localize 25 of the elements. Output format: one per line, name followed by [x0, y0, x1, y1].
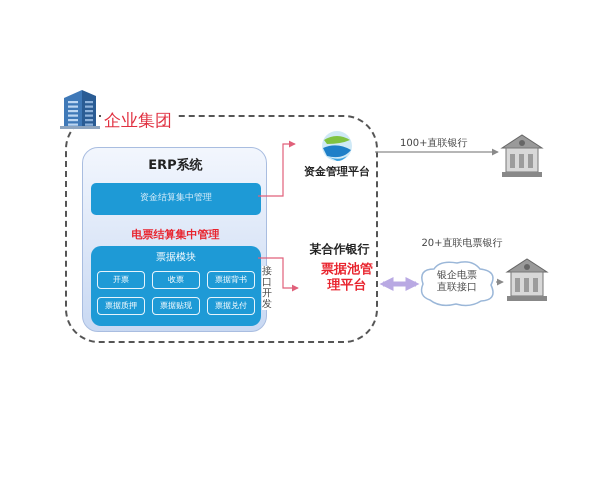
node-caption: 20+直联电票银行	[420, 238, 504, 250]
function-tag: 票据质押	[97, 297, 145, 315]
function-tag: 票据贴现	[152, 297, 200, 315]
bar-label: 资金结算集中管理	[139, 193, 213, 204]
edge-label: 接口开发	[262, 266, 272, 310]
module-box	[91, 246, 261, 326]
panel-heading: ERP系统	[147, 158, 204, 174]
module-heading: 票据模块	[155, 252, 197, 264]
function-bar	[91, 183, 261, 215]
bank-name: 某合作银行	[308, 242, 370, 256]
platform-label: 票据池管理平台	[320, 262, 374, 294]
section-heading: 电票结算集中管理	[130, 228, 220, 242]
arrow	[496, 278, 504, 286]
double-arrow	[380, 277, 420, 291]
arrow	[258, 140, 296, 197]
platform-label: 资金管理平台	[303, 165, 371, 178]
edge-label: 100+直联银行	[400, 138, 468, 150]
arrow	[375, 148, 499, 156]
cloud-label: 银企电票直联接口	[436, 270, 478, 294]
group-heading: 企业集团	[101, 111, 175, 132]
function-tag: 票据兑付	[207, 297, 255, 315]
function-tag: 票据背书	[207, 271, 255, 289]
function-tag: 开票	[97, 271, 145, 289]
arrow	[258, 257, 299, 292]
function-tag: 收票	[152, 271, 200, 289]
